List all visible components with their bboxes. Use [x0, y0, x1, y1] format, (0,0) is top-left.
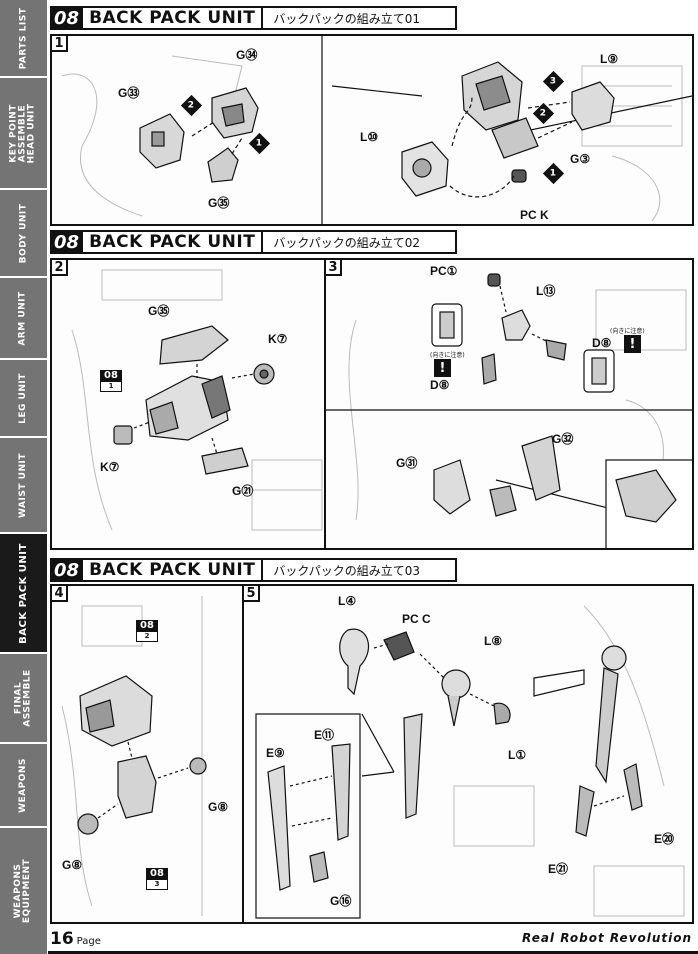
- step-number: 4: [52, 586, 68, 602]
- part-label: L⑧: [484, 634, 503, 648]
- sidebar-tab-body-unit[interactable]: BODY UNIT: [0, 190, 47, 278]
- section-number: 08: [50, 6, 84, 30]
- part-label: K⑦: [268, 332, 288, 346]
- part-label: G㉝: [118, 86, 140, 100]
- step-2-illustration: [71, 269, 323, 531]
- section-title: BACK PACK UNIT: [83, 558, 264, 582]
- section-number: 08: [50, 558, 84, 582]
- part-label: E⑳: [654, 832, 675, 846]
- section-title: BACK PACK UNIT: [83, 230, 264, 254]
- part-label: G㉟: [208, 196, 230, 210]
- step-1-illustration: [61, 36, 692, 224]
- part-label: L⑩: [360, 130, 379, 144]
- section-subtitle-jp: バックパックの組み立て02: [263, 230, 458, 254]
- part-label: L①: [508, 748, 527, 762]
- page-number: 16 Page: [50, 929, 101, 949]
- part-label: G㉛: [396, 456, 418, 470]
- section-header-3: 08 BACK PACK UNIT バックパックの組み立て03: [50, 558, 458, 582]
- sidebar-tab-final-assemble[interactable]: FINAL ASSEMBLE: [0, 654, 47, 744]
- step-number: 5: [244, 586, 260, 602]
- part-label: G㉞: [236, 48, 258, 62]
- warning-icon: !: [624, 335, 641, 353]
- step-number: 3: [326, 260, 342, 276]
- orientation-note: (向きに注意): [430, 352, 465, 359]
- part-label: L⑬: [536, 284, 556, 298]
- warning-icon: !: [434, 359, 451, 377]
- part-label: PC①: [430, 264, 458, 278]
- step-number: 1: [52, 36, 68, 52]
- step-4-illustration: [61, 596, 207, 916]
- step-5-illustration: [255, 605, 685, 919]
- part-label: D⑧: [430, 378, 450, 392]
- section-sidebar: PARTS LIST KEY POINT ASSEMBLE HEAD UNIT …: [0, 0, 47, 954]
- sidebar-tab-waist-unit[interactable]: WAIST UNIT: [0, 438, 47, 534]
- step-number: 2: [52, 260, 68, 276]
- sidebar-tab-weapons-equipment[interactable]: WEAPONS EQUIPMENT: [0, 828, 47, 954]
- part-label: G⑧: [208, 800, 229, 814]
- part-label: E⑪: [314, 728, 335, 742]
- part-label: E㉑: [548, 862, 569, 876]
- part-label: K⑦: [100, 460, 120, 474]
- step-3-illustration: [326, 273, 692, 548]
- sidebar-tab-back-pack-unit[interactable]: BACK PACK UNIT: [0, 534, 47, 654]
- part-label: E⑨: [266, 746, 285, 760]
- part-label: D⑧: [592, 336, 612, 350]
- part-label: PC C: [402, 612, 431, 626]
- sidebar-tab-leg-unit[interactable]: LEG UNIT: [0, 360, 47, 438]
- sidebar-tab-parts-list[interactable]: PARTS LIST: [0, 0, 47, 78]
- part-label: G⑯: [330, 894, 352, 908]
- brand-name: Real Robot Revolution: [522, 931, 692, 945]
- part-label: L⑨: [600, 52, 619, 66]
- section-subtitle-jp: バックパックの組み立て03: [263, 558, 458, 582]
- section-number: 08: [50, 230, 84, 254]
- section-header-1: 08 BACK PACK UNIT バックパックの組み立て01: [50, 6, 458, 30]
- orientation-note: (向きに注意): [610, 328, 645, 335]
- section-title: BACK PACK UNIT: [83, 6, 264, 30]
- part-label: G⑧: [62, 858, 83, 872]
- part-label: G㉑: [232, 484, 254, 498]
- sidebar-tab-key-point[interactable]: KEY POINT ASSEMBLE HEAD UNIT: [0, 78, 47, 190]
- part-label: G③: [570, 152, 591, 166]
- step-3-panel: 3 PC① L⑬ D⑧ D⑧ G㉜ G㉛: [324, 258, 694, 550]
- step-1-panel: 1: [50, 34, 694, 226]
- part-label: G㉟: [148, 304, 170, 318]
- sidebar-tab-arm-unit[interactable]: ARM UNIT: [0, 278, 47, 360]
- step-5-panel: 5: [242, 584, 694, 924]
- footer-divider: [48, 951, 698, 954]
- section-subtitle-jp: バックパックの組み立て01: [263, 6, 458, 30]
- part-label: PC K: [520, 208, 549, 222]
- sidebar-tab-weapons[interactable]: WEAPONS: [0, 744, 47, 828]
- part-label: L④: [338, 594, 357, 608]
- part-label: G㉜: [552, 432, 574, 446]
- section-header-2: 08 BACK PACK UNIT バックパックの組み立て02: [50, 230, 458, 254]
